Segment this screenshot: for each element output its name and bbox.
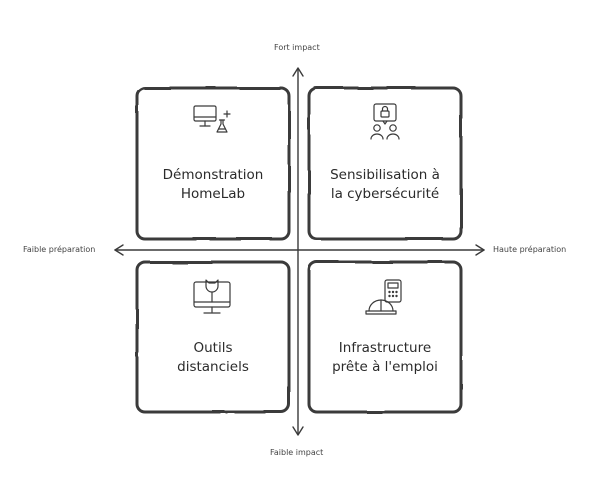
arrow-up-icon — [292, 67, 304, 77]
quadrant-label-line2: prête à l'emploi — [332, 359, 438, 375]
axis-label-left: Faible préparation — [23, 245, 96, 254]
hardhat-calculator-icon — [365, 279, 402, 315]
quadrant-label-line2: la cybersécurité — [330, 186, 440, 202]
quadrant-box-bottom-right — [307, 260, 463, 414]
quadrant-label-line1: Démonstration — [162, 167, 264, 183]
axis-label-bottom: Faible impact — [270, 448, 324, 457]
quadrant-label-line2: distanciels — [177, 359, 249, 375]
arrow-right-icon — [475, 244, 485, 256]
lock-users-icon — [370, 103, 400, 140]
quadrant-box-bottom-left — [135, 260, 291, 414]
quadrant-label-bottom-right: Infrastructure prête à l'emploi — [310, 339, 460, 377]
axis-label-top: Fort impact — [274, 43, 320, 52]
quadrant-label-line2: HomeLab — [180, 186, 246, 202]
arrow-down-icon — [292, 426, 304, 436]
quadrant-label-line1: Infrastructure — [338, 340, 432, 356]
axis-label-right: Haute préparation — [493, 245, 567, 254]
quadrant-label-line1: Sensibilisation à — [330, 167, 440, 183]
quadrant-label-line1: Outils — [193, 340, 233, 356]
quadrant-label-top-right: Sensibilisation à la cybersécurité — [310, 166, 460, 204]
quadrant-box-top-left — [135, 86, 291, 241]
computer-lab-flask-icon — [193, 105, 231, 133]
quadrant-box-top-right — [307, 86, 463, 241]
quadrant-label-bottom-left: Outils distanciels — [138, 339, 288, 377]
arrow-left-icon — [114, 244, 124, 256]
quadrant-label-top-left: Démonstration HomeLab — [138, 166, 288, 204]
monitor-wrench-icon — [193, 279, 231, 314]
